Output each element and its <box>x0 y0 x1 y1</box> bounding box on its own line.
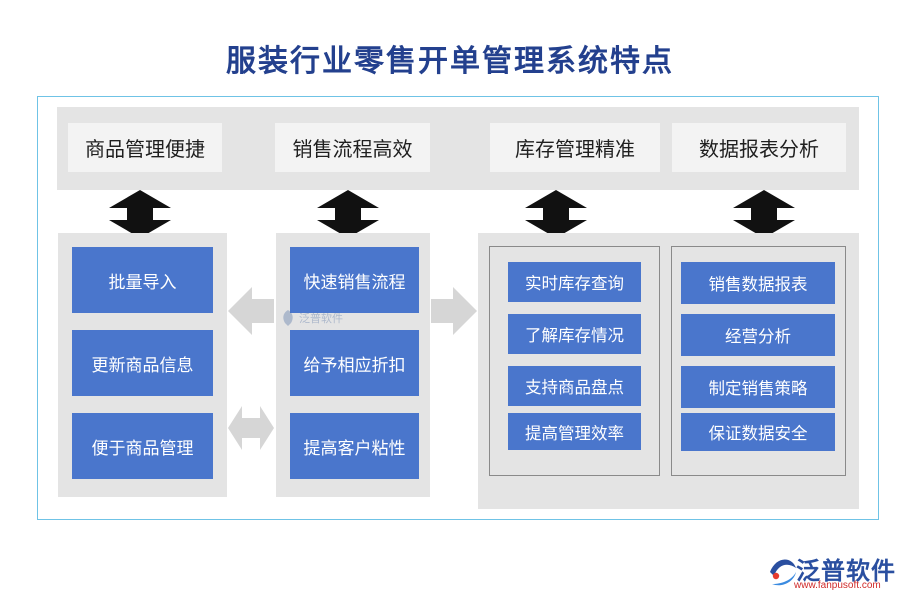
outer-frame <box>37 96 879 520</box>
watermark: 泛普软件 <box>280 304 370 332</box>
item-sales-strategy: 制定销售策略 <box>681 366 835 408</box>
watermark-logo-icon <box>283 310 293 326</box>
double-arrow-vertical-icon <box>317 190 379 238</box>
double-arrow-vertical-icon <box>733 190 795 238</box>
watermark-text: 泛普软件 <box>299 312 343 325</box>
item-fast-sales-process: 快速销售流程 <box>290 247 419 313</box>
header-sales-process: 销售流程高效 <box>275 123 430 172</box>
double-arrow-vertical-icon <box>109 190 171 238</box>
double-arrow-horizontal-icon <box>228 406 274 450</box>
brand-name: 泛普软件 <box>796 557 896 585</box>
item-business-analysis: 经营分析 <box>681 314 835 356</box>
header-inventory-management: 库存管理精准 <box>490 123 660 172</box>
item-give-discount: 给予相应折扣 <box>290 330 419 396</box>
header-product-management: 商品管理便捷 <box>68 123 222 172</box>
item-update-product-info: 更新商品信息 <box>72 330 213 396</box>
item-support-stocktaking: 支持商品盘点 <box>508 366 641 406</box>
brand-logo-icon <box>770 559 796 586</box>
item-batch-import: 批量导入 <box>72 247 213 313</box>
brand-url: www.fanpusoft.com <box>794 580 881 591</box>
item-improve-management-efficiency: 提高管理效率 <box>508 413 641 450</box>
item-sales-data-report: 销售数据报表 <box>681 262 835 304</box>
header-data-reports: 数据报表分析 <box>672 123 846 172</box>
item-realtime-inventory-query: 实时库存查询 <box>508 262 641 302</box>
item-data-security: 保证数据安全 <box>681 413 835 451</box>
arrow-right-icon <box>431 287 477 335</box>
diagram-title: 服装行业零售开单管理系统特点 <box>226 44 674 79</box>
item-understand-inventory: 了解库存情况 <box>508 314 641 354</box>
item-easy-product-management: 便于商品管理 <box>72 413 213 479</box>
arrow-left-icon <box>228 287 274 335</box>
double-arrow-vertical-icon <box>525 190 587 238</box>
item-improve-customer-stickiness: 提高客户粘性 <box>290 413 419 479</box>
